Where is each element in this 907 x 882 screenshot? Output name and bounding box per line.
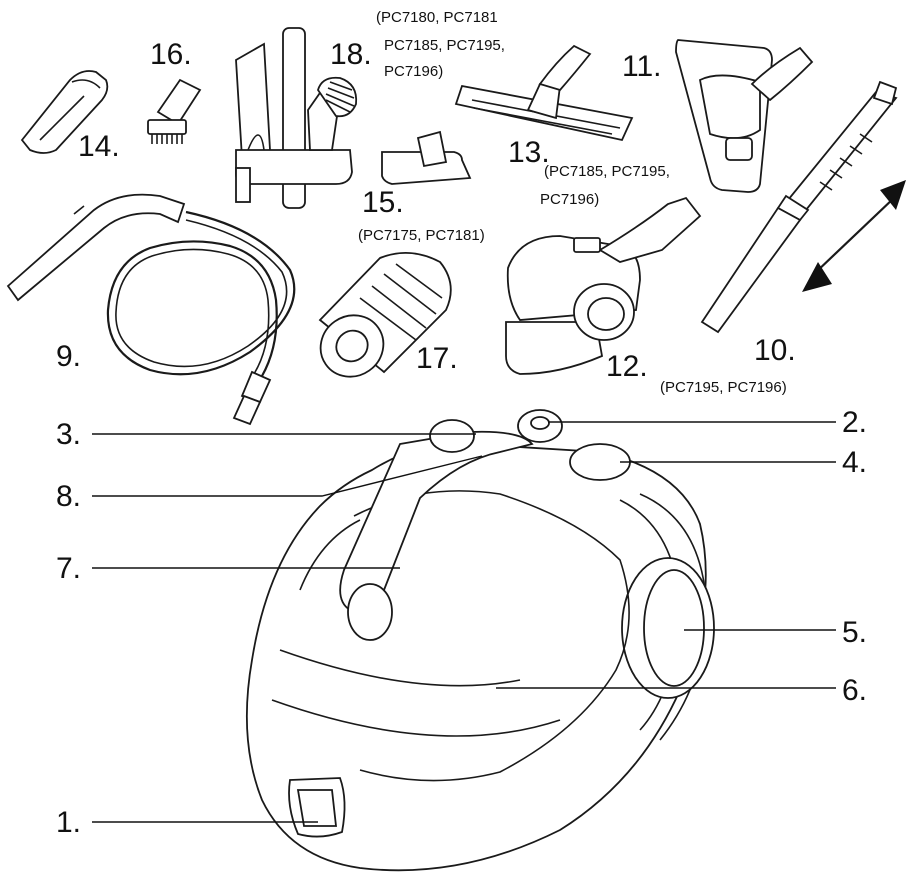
label-11: 11. [622,50,661,83]
note-18-line-3: PC7196) [384,63,443,80]
label-4: 4. [842,446,867,479]
label-5: 5. [842,616,867,649]
label-7: 7. [56,552,81,585]
crevice-nozzle-drawing [20,70,109,154]
label-14: 14. [78,130,120,163]
dust-brush-drawing [147,78,202,144]
label-8: 8. [56,480,81,513]
accessory-holder-drawing [235,27,358,209]
floor-nozzle-drawing [675,39,814,193]
note-15: (PC7175, PC7181) [358,227,485,244]
note-12-line-1: (PC7185, PC7195, [544,163,670,180]
label-6: 6. [842,674,867,707]
parquet-brush-drawing [454,44,634,142]
label-12: 12. [606,350,648,383]
label-9: 9. [56,340,81,373]
model-notes: (PC7180, PC7181 PC7185, PC7195, PC7196) … [358,9,787,396]
note-18-line-1: (PC7180, PC7181 [376,9,498,26]
label-18: 18. [330,38,372,71]
vacuum-body-drawing [245,409,715,872]
turbo-brush-drawing [505,196,702,375]
note-10: (PC7195, PC7196) [660,379,787,396]
label-3: 3. [56,418,81,451]
upholstery-nozzle-drawing [381,130,472,185]
label-2: 2. [842,406,867,439]
label-16: 16. [150,38,192,71]
note-18-line-2: PC7185, PC7195, [384,37,505,54]
hose-drawing [6,193,296,426]
label-10: 10. [754,334,796,367]
leader-lines [92,421,836,823]
label-13: 13. [508,136,550,169]
part-labels: 1. 2. 3. 4. 5. 6. 7. 8. 9. 10. 11. 12. 1… [56,38,867,839]
telescopic-tube-drawing [700,80,906,334]
label-15: 15. [362,186,404,219]
label-17: 17. [416,342,458,375]
cylinder-filter-drawing [318,251,452,378]
label-1: 1. [56,806,81,839]
note-12-line-2: PC7196) [540,191,599,208]
